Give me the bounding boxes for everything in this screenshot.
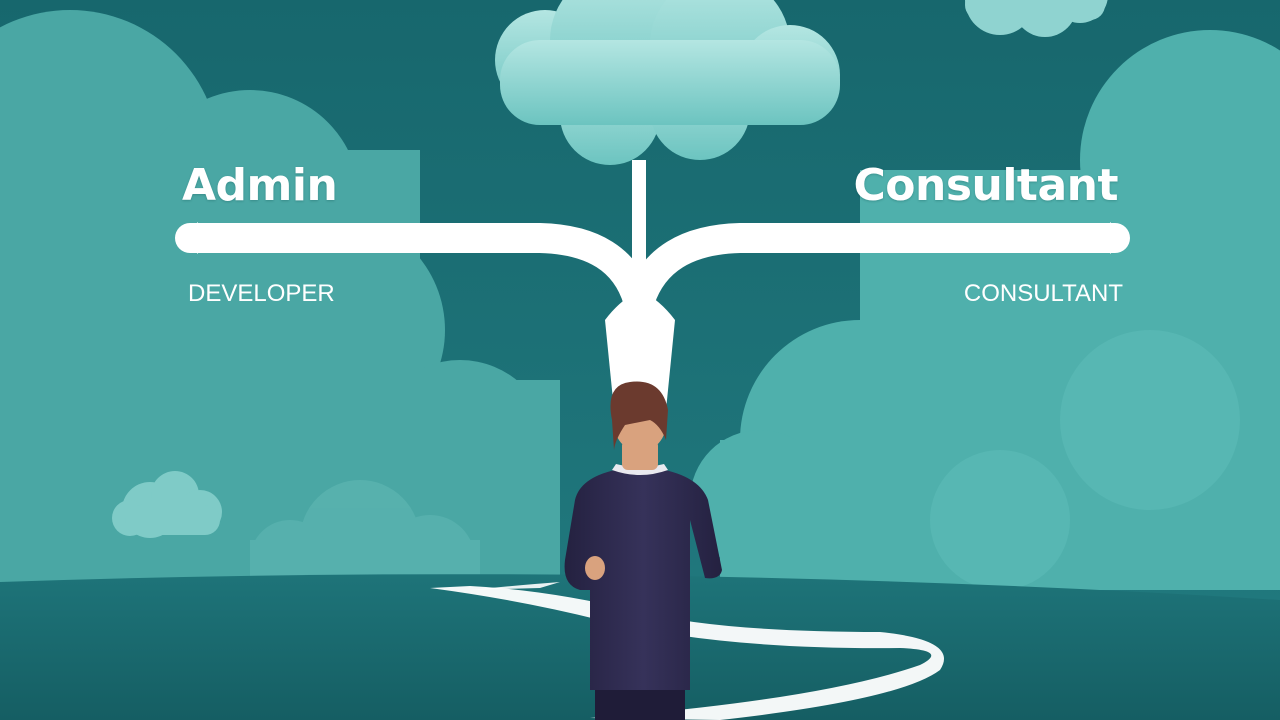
consultant-sub-label: CONSULTANT xyxy=(963,280,1123,307)
right-cloud-highlight xyxy=(930,330,1240,590)
fork-branch-right xyxy=(625,223,1130,315)
developer-label: DEVELOPER xyxy=(188,280,335,307)
hand xyxy=(585,556,605,580)
small-cloud-left xyxy=(112,471,222,538)
hair xyxy=(610,381,668,450)
right-arrow-tip xyxy=(1110,222,1128,254)
businessman-figure xyxy=(564,381,722,720)
suit-jacket xyxy=(564,470,722,690)
top-cloud xyxy=(495,0,840,165)
admin-label: Admin xyxy=(182,160,338,211)
consultant-label: Consultant xyxy=(853,160,1118,211)
left-arrow-tip xyxy=(180,222,198,254)
path-tail xyxy=(470,582,560,590)
top-right-cloud xyxy=(965,0,1108,37)
